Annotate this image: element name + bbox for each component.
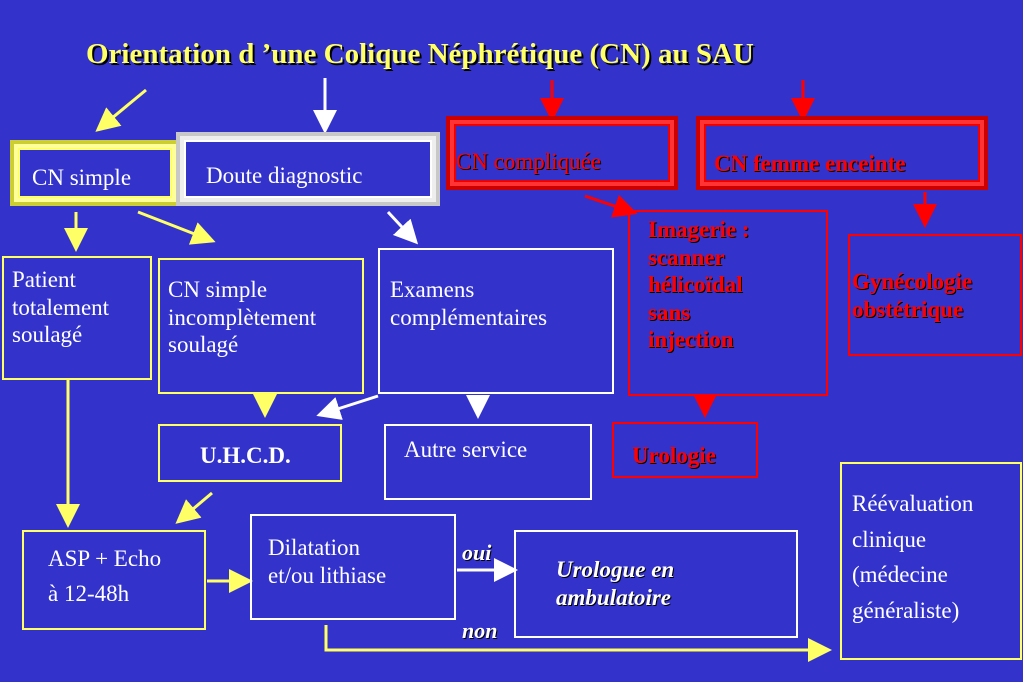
urologie-label: Urologie: [632, 443, 716, 468]
imagerie-line-5: injection: [648, 327, 734, 353]
dilatation-line-2: et/ou lithiase: [268, 562, 387, 588]
gyneco-line-2: obstétrique: [852, 296, 964, 322]
imagerie-line-1: Imagerie :: [648, 217, 750, 242]
imagerie-line-3: hélicoïdal: [648, 272, 743, 298]
arrow-title-to-cn-simple: [95, 88, 147, 132]
node-autre-service: Autre service: [384, 424, 592, 500]
edge-label-non: non: [462, 618, 498, 643]
examens-line-2: complémentaires: [390, 304, 548, 330]
node-dilatation: Dilatation et/ou lithiase: [250, 514, 456, 620]
incomplet-line-3: soulagé: [168, 332, 239, 358]
node-asp-echo: ASP + Echo à 12-48h: [22, 530, 206, 630]
patient-line-2: totalement: [12, 294, 110, 320]
reeval-line-1: Réévaluation: [852, 491, 974, 516]
arrow-doute-to-examens: [386, 210, 419, 245]
node-urologie: Urologie: [612, 422, 758, 478]
node-cn-femme-enceinte: CN femme enceinte: [696, 116, 988, 190]
node-urologue-ambulatoire: Urologue en ambulatoire: [514, 530, 798, 638]
node-cn-simple-label: CN simple: [32, 165, 132, 190]
node-cn-incomplet: CN simple incomplètement soulagé: [158, 258, 364, 394]
urologue-line-1: Urologue en: [556, 557, 675, 582]
node-doute-label: Doute diagnostic: [206, 163, 363, 188]
incomplet-line-2: incomplètement: [168, 304, 317, 330]
asp-line-2: à 12-48h: [48, 580, 130, 606]
autre-service-label: Autre service: [404, 437, 528, 462]
patient-line-1: Patient: [12, 267, 76, 292]
node-cn-compliquee-label: CN compliquée: [456, 149, 601, 174]
urologue-line-2: ambulatoire: [556, 584, 672, 610]
node-gynecologie: Gynécologie obstétrique: [848, 234, 1022, 356]
arrow-examens-to-uhcd: [316, 394, 379, 420]
node-cn-compliquee: CN compliquée: [446, 116, 678, 190]
node-doute-diagnostic: Doute diagnostic: [176, 132, 440, 206]
arrow-non-to-reevaluation: [324, 625, 832, 662]
examens-line-1: Examens: [390, 277, 475, 302]
arrow-uhcd-to-asp: [175, 491, 213, 524]
arrow-complique-to-imagerie: [584, 194, 638, 218]
reeval-line-2: clinique: [852, 526, 927, 552]
asp-line-1: ASP + Echo: [48, 546, 162, 571]
node-reevaluation: Réévaluation clinique (médecine générali…: [840, 462, 1022, 660]
edge-label-oui: oui: [462, 540, 492, 565]
page-title: Orientation d ’une Colique Néphrétique (…: [86, 38, 754, 70]
arrow-cn-simple-to-incomplet: [137, 210, 216, 245]
reeval-line-3: (médecine: [852, 562, 948, 588]
node-cn-femme-label: CN femme enceinte: [714, 151, 906, 176]
gyneco-line-1: Gynécologie: [852, 269, 973, 294]
node-patient-soulage: Patient totalement soulagé: [2, 256, 152, 380]
uhcd-label: U.H.C.D.: [200, 443, 291, 468]
patient-line-3: soulagé: [12, 322, 83, 348]
imagerie-line-4: sans: [648, 299, 691, 325]
incomplet-line-1: CN simple: [168, 277, 268, 302]
imagerie-line-2: scanner: [648, 244, 725, 270]
node-uhcd: U.H.C.D.: [158, 424, 342, 482]
node-cn-simple: CN simple: [10, 140, 180, 206]
node-examens: Examens complémentaires: [378, 248, 614, 394]
dilatation-line-1: Dilatation: [268, 535, 360, 560]
node-imagerie: Imagerie : scanner hélicoïdal sans injec…: [628, 210, 828, 396]
reeval-line-4: généraliste): [852, 597, 960, 623]
